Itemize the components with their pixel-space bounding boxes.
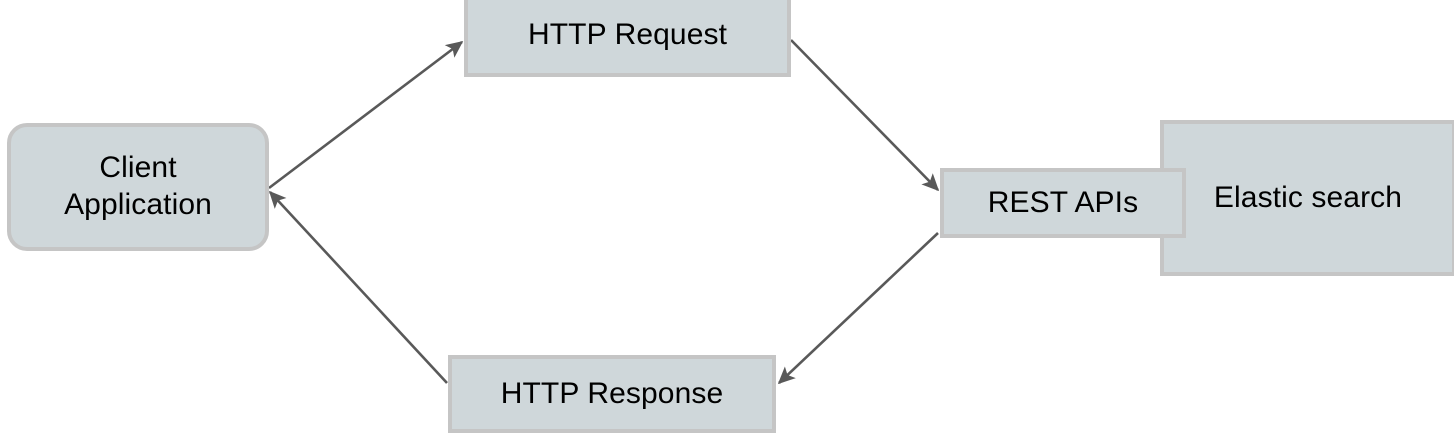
node-http-request[interactable]: HTTP Request	[464, 0, 791, 77]
node-http-response[interactable]: HTTP Response	[448, 355, 776, 433]
edge-http-request-to-rest-apis	[790, 39, 940, 192]
edge-rest-apis-to-http-response	[777, 232, 939, 385]
edge-http-response-to-client	[268, 190, 448, 384]
edge-client-to-http-request	[268, 40, 464, 190]
node-rest-apis[interactable]: REST APIs	[940, 168, 1186, 238]
node-elastic-search[interactable]: Elastic search	[1160, 120, 1454, 276]
node-client-application[interactable]: Client Application	[7, 123, 269, 251]
